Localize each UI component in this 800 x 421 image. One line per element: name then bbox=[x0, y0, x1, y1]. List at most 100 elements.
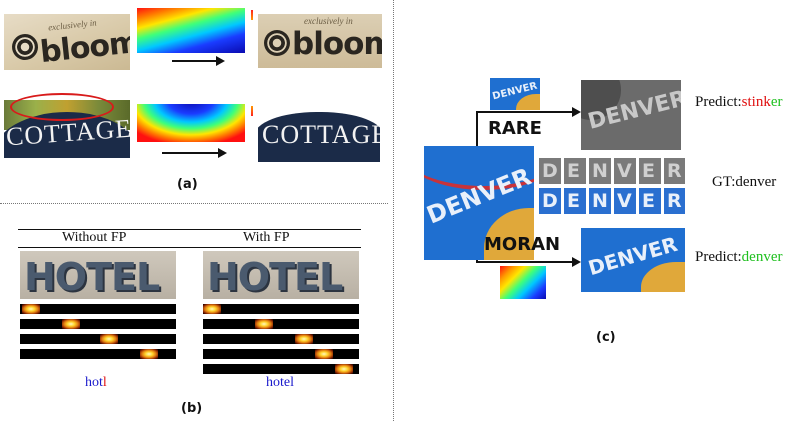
attention-peak bbox=[62, 319, 80, 329]
attention-map-right-2 bbox=[203, 319, 359, 329]
with-fp-title: With FP bbox=[243, 230, 290, 245]
char-crops-color: D E N V E R bbox=[539, 188, 685, 214]
rare-label: RARE bbox=[488, 118, 542, 139]
without-fp-title: Without FP bbox=[62, 230, 127, 245]
rare-predict-wrong: stink bbox=[741, 94, 771, 110]
char-crop-letter: E bbox=[642, 160, 655, 182]
cottage-rectified-image: COTTAGE bbox=[258, 102, 380, 162]
char-crop-letter: D bbox=[542, 190, 558, 212]
prediction-without-fp: hotl bbox=[85, 375, 107, 391]
vertical-dotted-separator bbox=[393, 0, 394, 421]
char-crop-letter: E bbox=[567, 160, 580, 182]
cottage-rectified-word: COTTAGE bbox=[262, 120, 380, 149]
moran-output-image: DENVER bbox=[581, 228, 685, 292]
char-crop-letter: R bbox=[667, 160, 682, 182]
char-crop-gray: E bbox=[639, 158, 661, 184]
char-crop-letter: V bbox=[617, 160, 632, 182]
rare-branch-vertical bbox=[476, 111, 478, 146]
char-crop-color: E bbox=[639, 188, 661, 214]
cottage-highlight-ellipse bbox=[10, 93, 114, 121]
moran-branch-horizontal bbox=[476, 261, 572, 263]
attention-peak bbox=[203, 304, 221, 314]
denver-input-image: DENVER bbox=[424, 146, 534, 260]
attention-map-right-1 bbox=[203, 304, 359, 314]
cottage-input-image: COTTAGE bbox=[4, 88, 130, 158]
cottage-transform-arrow bbox=[162, 152, 218, 154]
attention-map-left-2 bbox=[20, 319, 176, 329]
bloom-arrow-head-icon bbox=[216, 56, 225, 66]
char-crop-color: N bbox=[589, 188, 611, 214]
panel-b-label: (b) bbox=[181, 401, 203, 416]
char-crop-gray: N bbox=[589, 158, 611, 184]
attention-map-right-3 bbox=[203, 334, 359, 344]
thumb-yellow-corner bbox=[516, 94, 540, 110]
attention-peak bbox=[22, 304, 40, 314]
hotel-image-without-fp: HOTEL bbox=[20, 251, 176, 299]
ground-truth-text: GT:denver bbox=[712, 174, 777, 190]
table-mid-rule bbox=[18, 247, 361, 248]
rare-prediction: Predict:stinker bbox=[695, 94, 783, 111]
char-crop-color: E bbox=[564, 188, 586, 214]
attention-peak bbox=[315, 349, 333, 359]
bloom-rectified-faint-text: exclusively in bbox=[304, 16, 353, 26]
attention-map-left-1 bbox=[20, 304, 176, 314]
bloom-transform-arrow bbox=[172, 60, 216, 62]
rare-branch-horizontal bbox=[476, 111, 572, 113]
moran-label: MORAN bbox=[484, 234, 561, 255]
prediction-wrong-part: l bbox=[102, 375, 107, 390]
char-crop-letter: E bbox=[567, 190, 580, 212]
rare-output-image: DENVER bbox=[581, 80, 681, 150]
bloom-rectified-word: bloom bbox=[292, 26, 382, 62]
char-crop-letter: N bbox=[592, 190, 608, 212]
hotel-word-right: HOTEL bbox=[207, 255, 343, 299]
attention-peak bbox=[295, 334, 313, 344]
char-crop-color: D bbox=[539, 188, 561, 214]
cottage-offset-heatmap bbox=[137, 104, 245, 142]
attention-peak bbox=[140, 349, 158, 359]
moran-arrow-head-icon bbox=[572, 257, 581, 267]
attention-map-left-4 bbox=[20, 349, 176, 359]
prediction-with-fp: hotel bbox=[266, 375, 294, 390]
char-crop-letter: D bbox=[542, 160, 558, 182]
moran-output-yellow bbox=[641, 262, 685, 292]
char-crop-color: R bbox=[664, 188, 685, 214]
char-crop-gray: E bbox=[564, 158, 586, 184]
char-crop-gray: R bbox=[664, 158, 685, 184]
moran-predict-value: denver bbox=[741, 249, 783, 265]
bloom-rectified-image: exclusively in bloom bbox=[258, 14, 382, 68]
horizontal-dotted-separator bbox=[0, 203, 388, 204]
moran-offset-heatmap bbox=[500, 266, 546, 299]
rare-predict-prefix: Predict: bbox=[695, 94, 742, 110]
cottage-heatmap-colorbar bbox=[251, 106, 253, 116]
bloom-logo-icon bbox=[9, 31, 41, 63]
bloom-rectified-logo-icon bbox=[264, 30, 290, 56]
rare-input-thumbnail: DENVER bbox=[490, 78, 540, 110]
cottage-arrow-head-icon bbox=[218, 148, 227, 158]
attention-map-right-4 bbox=[203, 349, 359, 359]
char-crop-letter: V bbox=[617, 190, 632, 212]
char-crop-letter: R bbox=[667, 190, 682, 212]
attention-peak bbox=[100, 334, 118, 344]
char-crops-grayscale: D E N V E R bbox=[539, 158, 685, 184]
attention-map-left-3 bbox=[20, 334, 176, 344]
table-top-rule bbox=[18, 229, 361, 230]
attention-map-right-5 bbox=[203, 364, 359, 374]
attention-peak bbox=[335, 364, 353, 374]
char-crop-color: V bbox=[614, 188, 636, 214]
panel-c-label: (c) bbox=[596, 330, 616, 345]
char-crop-gray: D bbox=[539, 158, 561, 184]
moran-prediction: Predict:denver bbox=[695, 249, 782, 266]
char-crop-letter: N bbox=[592, 160, 608, 182]
prediction-correct-part: hot bbox=[85, 375, 103, 390]
char-crop-gray: V bbox=[614, 158, 636, 184]
cottage-rectified-sign bbox=[258, 112, 380, 162]
rare-predict-correct: er bbox=[770, 94, 783, 110]
panel-a-label: (a) bbox=[177, 177, 198, 192]
bloom-heatmap-colorbar bbox=[251, 10, 253, 20]
hotel-image-with-fp: HOTEL bbox=[203, 251, 359, 299]
char-crop-letter: E bbox=[642, 190, 655, 212]
bloom-offset-heatmap bbox=[137, 8, 245, 53]
denver-red-stripe bbox=[424, 146, 534, 190]
moran-predict-prefix: Predict: bbox=[695, 249, 742, 265]
rare-arrow-head-icon bbox=[572, 107, 581, 117]
